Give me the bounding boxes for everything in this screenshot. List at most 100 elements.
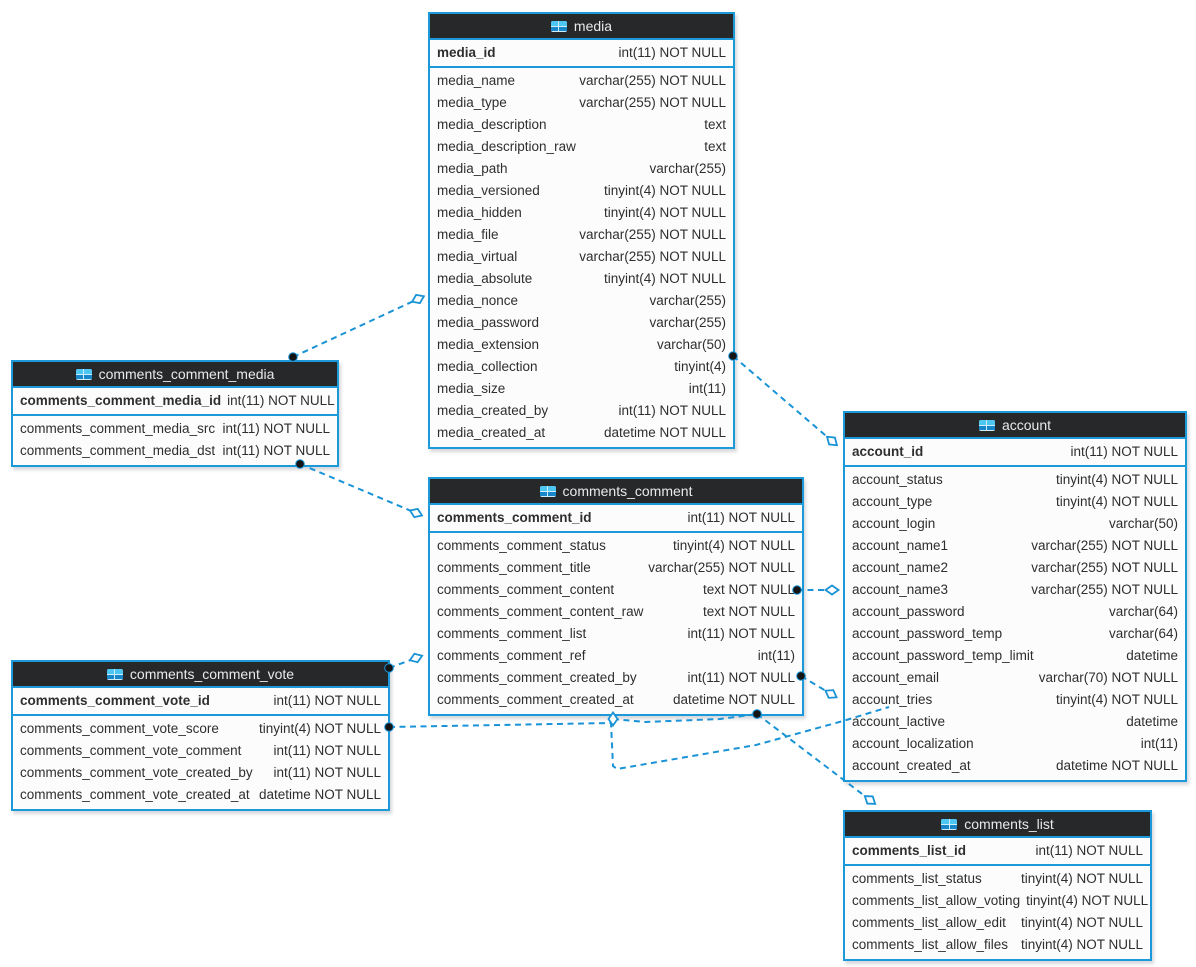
connector-one-end-diamond: [863, 795, 877, 805]
relationship-connector-comments_comment_media-media[interactable]: [288, 292, 426, 362]
table-header[interactable]: media: [430, 14, 733, 38]
column-type: tinyint(4): [674, 359, 726, 374]
pk-column-type: int(11) NOT NULL: [227, 393, 335, 408]
table-header[interactable]: comments_list: [845, 812, 1150, 836]
relationship-connector-comments_comment_vote-account[interactable]: [384, 706, 890, 771]
column-name: comments_list_status: [852, 871, 982, 886]
table-header[interactable]: comments_comment_vote: [13, 662, 388, 686]
column-type: varchar(70) NOT NULL: [1038, 670, 1178, 685]
connector-one-end-diamond: [410, 293, 426, 305]
relationship-connector-media-account[interactable]: [728, 351, 840, 449]
column-name: media_type: [437, 95, 507, 110]
column-type: varchar(255): [649, 293, 726, 308]
column-type: varchar(255): [649, 161, 726, 176]
relationship-connector-comments_comment_media-comments_comment[interactable]: [295, 459, 424, 520]
column-name: media_nonce: [437, 293, 519, 308]
table-header[interactable]: comments_comment: [430, 479, 802, 503]
column-type: int(11): [757, 648, 795, 663]
pk-column-type: int(11) NOT NULL: [618, 45, 726, 60]
connector-one-end-diamond: [408, 507, 424, 519]
column-type: tinyint(4) NOT NULL: [1055, 692, 1178, 707]
column-name: media_virtual: [437, 249, 518, 264]
column-type: varchar(255) NOT NULL: [1031, 560, 1178, 575]
column-name: comments_comment_content: [437, 582, 615, 597]
relationship-connector-comments_comment_vote-comments_comment[interactable]: [384, 652, 424, 673]
column-row[interactable]: media_description text: [430, 114, 733, 136]
column-name: account_password_temp: [852, 626, 1003, 641]
column-name: account_password: [852, 604, 965, 619]
connector-one-end-diamond: [408, 652, 424, 664]
table-header[interactable]: comments_comment_media: [13, 362, 337, 386]
column-type: datetime: [1126, 714, 1178, 729]
column-name: media_description: [437, 117, 547, 132]
column-name: account_status: [852, 472, 943, 487]
table-header[interactable]: account: [845, 413, 1185, 437]
column-type: text: [704, 117, 726, 132]
column-row[interactable]: media_type varchar(255) NOT NULL: [430, 92, 733, 114]
column-row[interactable]: media_nonce varchar(255): [430, 290, 733, 312]
column-type: varchar(255) NOT NULL: [579, 95, 726, 110]
column-type: int(11) NOT NULL: [222, 443, 330, 458]
